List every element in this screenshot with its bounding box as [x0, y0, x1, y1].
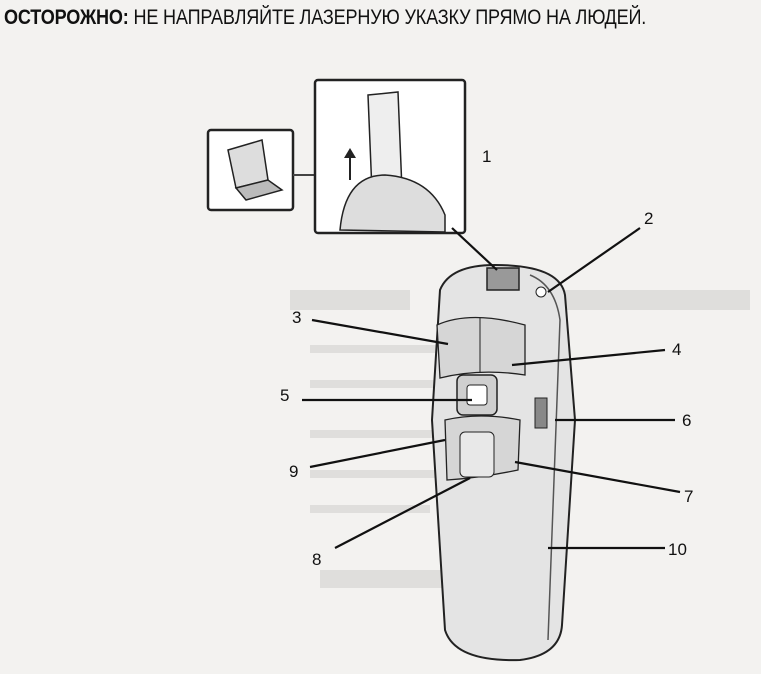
- warning-text: НЕ НАПРАВЛЯЙТЕ ЛАЗЕРНУЮ УКАЗКУ ПРЯМО НА …: [128, 6, 647, 29]
- callout-8: 8: [312, 550, 322, 569]
- bleed-through: [290, 290, 750, 588]
- callout-lines: [302, 227, 681, 550]
- callout-4: 4: [672, 340, 682, 359]
- callout-9: 9: [289, 462, 299, 481]
- callout-1: 1: [482, 147, 492, 166]
- laser-warning: ОСТОРОЖНО: НЕ НАПРАВЛЯЙТЕ ЛАЗЕРНУЮ УКАЗК…: [4, 6, 646, 30]
- callout-2: 2: [644, 209, 654, 228]
- laptop-inset: [206, 128, 315, 212]
- usb-receiver-inset: [313, 78, 467, 235]
- laser-pointer-device: [430, 263, 577, 662]
- callout-6: 6: [682, 411, 692, 430]
- warning-label: ОСТОРОЖНО:: [4, 6, 129, 29]
- callout-3: 3: [292, 308, 302, 327]
- callout-7: 7: [684, 487, 694, 506]
- callout-10: 10: [668, 540, 687, 559]
- callout-5: 5: [280, 386, 290, 405]
